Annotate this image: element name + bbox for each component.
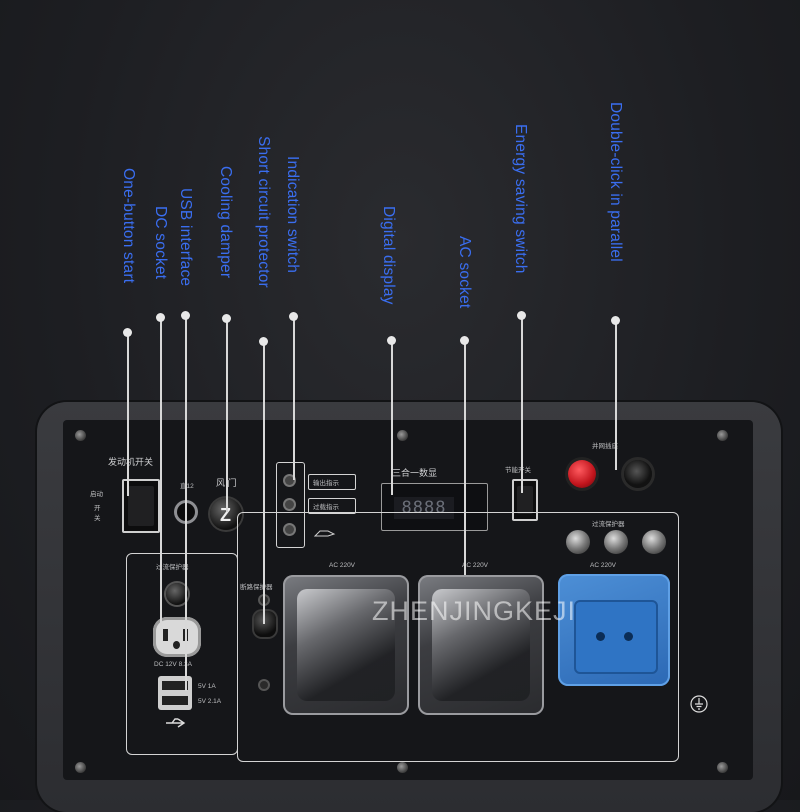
breaker-label: 断路保护器: [240, 584, 273, 591]
parallel-terminal-red[interactable]: [568, 460, 596, 488]
overcurrent-right-label: 过流保护器: [592, 521, 625, 528]
callout-usb-interface: USB interface: [177, 188, 194, 287]
leader-line: [615, 320, 617, 470]
ac-mid-label: AC 220V: [462, 562, 489, 569]
usb-2a-label: 5V 2.1A: [198, 698, 222, 705]
ac-left-label: AC 220V: [329, 562, 356, 569]
start-label: 启动: [90, 491, 103, 498]
leader-dot: [156, 313, 165, 322]
leader-dot: [259, 337, 268, 346]
callout-energy-saving-switch: Energy saving switch: [512, 124, 529, 274]
ac-socket-cover-left[interactable]: [283, 575, 409, 715]
leader-dot: [517, 311, 526, 320]
callout-ac-socket: AC socket: [456, 236, 473, 309]
callout-dc-socket: DC socket: [152, 206, 169, 280]
digital-display: 8888: [381, 483, 488, 531]
callout-short-circuit-protector: Short circuit protector: [255, 136, 272, 288]
overcurrent-left-label: 过流保护器: [156, 564, 189, 571]
engine-switch-label: 发动机开关: [108, 457, 154, 467]
on-off-label: 开 关: [94, 505, 101, 522]
screw: [717, 430, 728, 441]
leader-dot: [460, 336, 469, 345]
breaker-button[interactable]: [566, 530, 590, 554]
indicator-light: [285, 525, 294, 534]
watermark: ZHENJINGKEJI: [372, 596, 577, 626]
ac-socket-cover-mid[interactable]: [418, 575, 544, 715]
leader-line: [160, 317, 162, 633]
svg-text:Z: Z: [220, 505, 231, 525]
overload-indicator-label: 过载指示: [313, 504, 339, 511]
display-title: 三合一数显: [392, 468, 438, 478]
ground-icon: [690, 695, 708, 718]
leader-dot: [387, 336, 396, 345]
leader-line: [293, 316, 295, 480]
screw: [75, 762, 86, 773]
leader-line: [464, 340, 466, 575]
usb-icon: [164, 716, 186, 734]
dc-breaker-button[interactable]: [166, 583, 188, 605]
short-circuit-breaker[interactable]: [254, 611, 276, 637]
screw: [75, 430, 86, 441]
status-led: [260, 681, 268, 689]
energy-saving-switch[interactable]: [512, 479, 538, 521]
parallel-label: 并网插座: [592, 443, 618, 450]
ac-socket-schuko[interactable]: [558, 574, 670, 686]
dc12-label: 直12: [180, 483, 194, 490]
overload-indicator-tag: [308, 498, 356, 514]
screw: [397, 762, 408, 773]
leader-dot: [222, 314, 231, 323]
leader-dot: [181, 311, 190, 320]
callout-one-button-start: One-button start: [120, 168, 137, 284]
parallel-terminal-black[interactable]: [624, 460, 652, 488]
indicator-lights-panel: [276, 462, 305, 548]
breaker-button[interactable]: [604, 530, 628, 554]
screw: [717, 762, 728, 773]
leader-dot: [123, 328, 132, 337]
oil-warning-icon: [313, 525, 336, 537]
leader-line: [263, 341, 265, 624]
leader-line: [226, 318, 228, 512]
usb-ports[interactable]: [158, 676, 192, 710]
leader-line: [521, 315, 523, 493]
leader-dot: [289, 312, 298, 321]
breaker-button[interactable]: [642, 530, 666, 554]
indicator-light: [285, 476, 294, 485]
display-readout: 8888: [394, 497, 454, 519]
eco-switch-label: 节能开关: [505, 467, 531, 474]
callout-digital-display: Digital display: [380, 206, 397, 305]
leader-line: [391, 340, 393, 495]
screw: [397, 430, 408, 441]
callout-double-click-parallel: Double-click in parallel: [607, 102, 624, 262]
leader-line: [185, 315, 187, 691]
indicator-light: [285, 500, 294, 509]
callout-indication-switch: Indication switch: [284, 156, 301, 274]
ac-right-label: AC 220V: [590, 562, 617, 569]
leader-dot: [611, 316, 620, 325]
dc-rating-label: DC 12V 8.3A: [154, 661, 192, 668]
callout-cooling-damper: Cooling damper: [217, 166, 234, 279]
output-indicator-tag: [308, 474, 356, 490]
usb-1a-label: 5V 1A: [198, 683, 216, 690]
dc-section-outline: [126, 553, 238, 755]
damper-z-icon: Z: [220, 505, 231, 525]
leader-line: [127, 332, 129, 496]
output-indicator-label: 输出指示: [313, 480, 339, 487]
